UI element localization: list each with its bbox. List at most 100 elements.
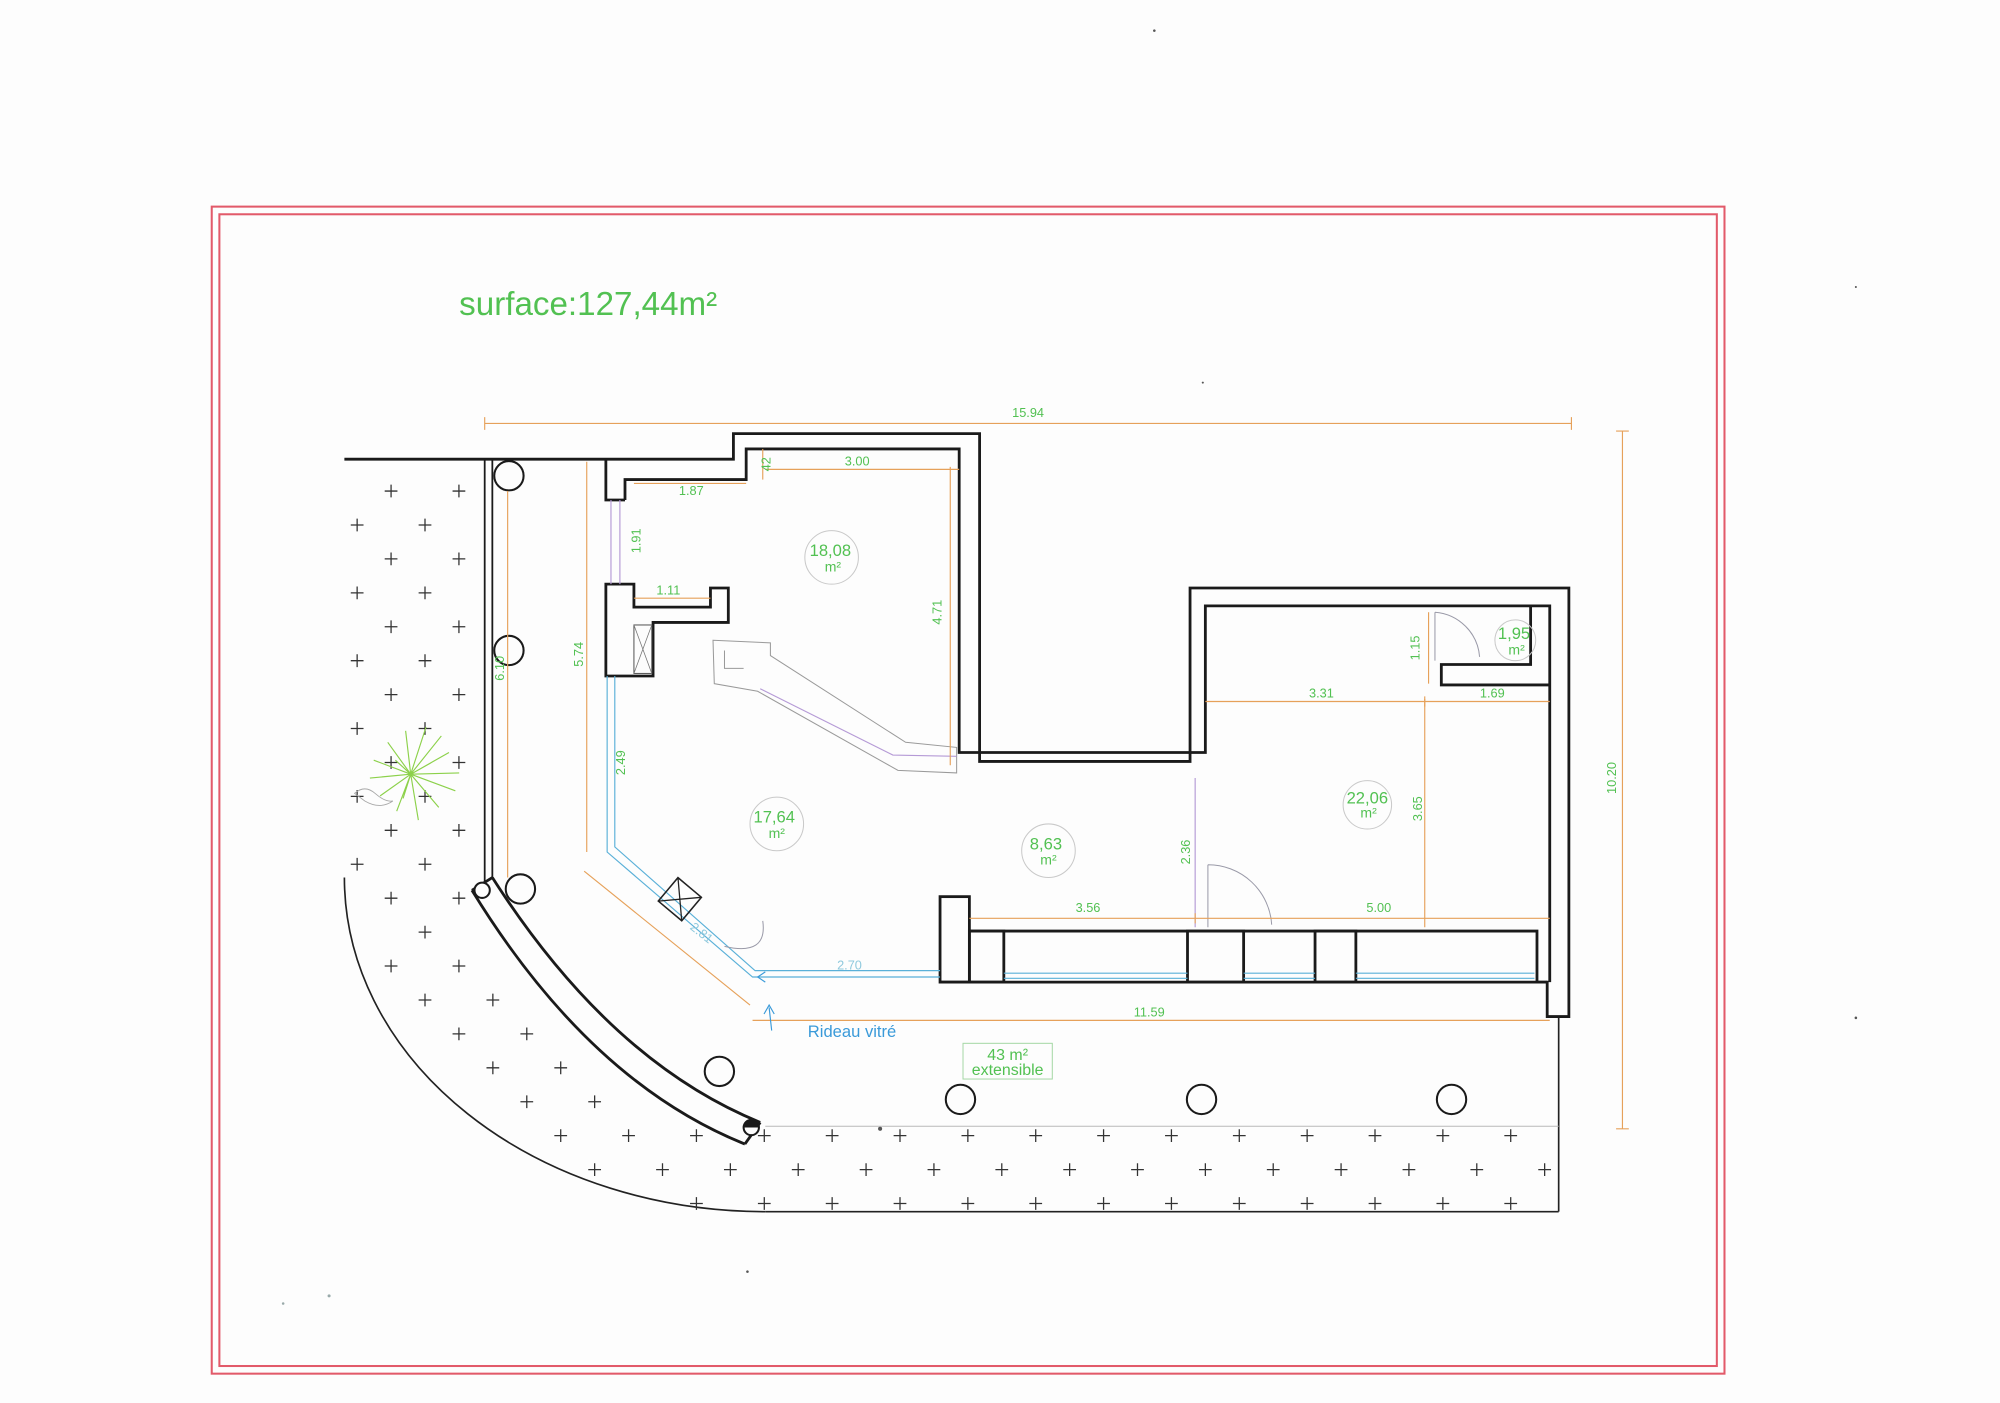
dim-label: 3.65 — [1410, 796, 1425, 821]
terrace-area-note: 43 m² extensible — [962, 1042, 1053, 1080]
landscape-plus-mark — [1436, 1129, 1450, 1143]
landscape-plus-mark — [1300, 1129, 1314, 1143]
dim-label: 5.74 — [571, 642, 586, 667]
overall-width-dimension: 15.94 — [484, 405, 1573, 430]
landscape-plus-mark — [350, 654, 364, 668]
landscape-plus-mark — [791, 1163, 805, 1176]
dim-label: 11.59 — [1134, 1005, 1165, 1020]
room-area: 22,06 — [1347, 789, 1389, 808]
landscape-plus-mark — [554, 1129, 568, 1143]
dim-label: 1.11 — [656, 582, 680, 597]
landscape-plus-mark — [452, 891, 466, 905]
landscape-plus-mark — [1368, 1129, 1382, 1143]
palm-tree-icon — [353, 726, 460, 821]
landscape-plus-mark — [452, 959, 466, 973]
small-room-partition — [1439, 605, 1550, 687]
columns — [473, 460, 1468, 1137]
landscape-plus-mark — [825, 1197, 839, 1210]
landscape-plus-mark — [1165, 1129, 1178, 1143]
room-area: 8,63 — [1030, 834, 1062, 853]
landscape-plus-mark — [452, 620, 466, 634]
landscape-plus-mark — [452, 688, 466, 701]
outer-frame — [210, 205, 1726, 1375]
landscape-plus-mark — [384, 688, 398, 701]
landscape-plus-mark — [384, 620, 398, 634]
diagonal-counter — [712, 639, 958, 774]
landscape-plus-mark — [384, 823, 398, 837]
terrace-note-label: extensible — [972, 1062, 1044, 1079]
landscape-plus-mark — [1368, 1197, 1382, 1210]
landscape-plus-mark — [690, 1129, 703, 1143]
landscape-plus-mark — [1334, 1163, 1348, 1176]
dim-label: 1.87 — [679, 483, 704, 498]
landscape-plus-mark — [384, 484, 398, 498]
landscape-plus-mark — [1300, 1197, 1314, 1210]
landscape-plus-mark — [1029, 1129, 1043, 1143]
room-label-4: 22,06 m² — [1342, 780, 1393, 830]
column — [493, 460, 525, 492]
landscape-plus-mark — [418, 857, 432, 871]
room-unit: m² — [769, 825, 786, 841]
landscape-plus-mark — [961, 1197, 975, 1210]
terrace-area-label: 43 m² — [987, 1047, 1028, 1064]
landscape-plus-mark — [1232, 1129, 1246, 1143]
glass-curtain-arrow-icon — [756, 971, 775, 1031]
front-wall — [938, 895, 1548, 984]
landscape-plus-mark — [893, 1129, 907, 1143]
room-unit: m² — [1040, 852, 1057, 868]
landscape-plus-mark — [995, 1163, 1009, 1176]
landscape-plus-mark — [1504, 1197, 1518, 1210]
dim-label: 3.00 — [845, 454, 870, 469]
curved-wall-caps — [471, 876, 762, 1145]
landscape-plus-mark — [723, 1163, 737, 1176]
landscape-plus-mark — [690, 1197, 703, 1210]
dim-label: 1.15 — [1408, 636, 1423, 661]
landscape-plus-mark — [452, 552, 466, 566]
dim-label: 6.10 — [492, 656, 507, 681]
dim-label: 1.91 — [628, 528, 643, 553]
landscape-plus-mark — [452, 756, 466, 769]
landscape-plus-mark — [384, 891, 398, 905]
landscape-plus-mark — [757, 1197, 771, 1210]
landscape-plus-mark — [520, 1095, 534, 1109]
landscape-plus-mark — [1198, 1163, 1212, 1176]
room-area: 18,08 — [810, 541, 852, 560]
landscape-plus-mark — [418, 586, 432, 600]
dim-label: 2.49 — [613, 750, 628, 775]
room-area: 1,95 — [1498, 624, 1530, 643]
scan-specks — [281, 29, 1858, 1305]
landscape-plus-mark — [588, 1095, 602, 1109]
landscape-plus-mark — [350, 857, 364, 871]
landscape-plus-mark — [1232, 1197, 1246, 1210]
landscape-plus-mark — [350, 518, 364, 532]
landscape-plus-mark — [452, 823, 466, 837]
landscape-plus-mark — [622, 1129, 635, 1143]
glass-curtain — [606, 675, 941, 978]
landscape-plus-mark — [350, 586, 364, 600]
landscape-plus-mark — [588, 1163, 602, 1176]
dim-label: 3.31 — [1309, 686, 1334, 701]
room-label-3: 8,63 m² — [1021, 823, 1076, 879]
overall-width-label: 15.94 — [1012, 405, 1044, 420]
landscape-plus-mark — [1504, 1129, 1518, 1143]
landscape-plus-mark — [893, 1197, 907, 1210]
landscape-plus-mark — [1436, 1197, 1450, 1210]
column — [703, 1055, 736, 1088]
landscape-plus-mark — [825, 1129, 839, 1143]
room-unit: m² — [1360, 805, 1377, 821]
column — [1435, 1083, 1468, 1116]
left-sidewalk-wall — [483, 459, 494, 883]
x-box-fixture — [657, 876, 703, 922]
landscape-plus-mark — [927, 1163, 941, 1176]
landscape-plus-mark — [554, 1061, 568, 1075]
building-outer-wall — [344, 432, 1571, 1018]
surface-title: surface:127,44m² — [459, 286, 717, 323]
dimension-lines — [507, 448, 1550, 1021]
entrance-door — [724, 920, 764, 950]
landscape-plus-mark — [418, 925, 432, 939]
landscape-plus-mark — [452, 1027, 466, 1041]
room-label-5: 1,95 m² — [1494, 619, 1537, 662]
column — [944, 1083, 977, 1116]
wall-block — [604, 582, 730, 678]
